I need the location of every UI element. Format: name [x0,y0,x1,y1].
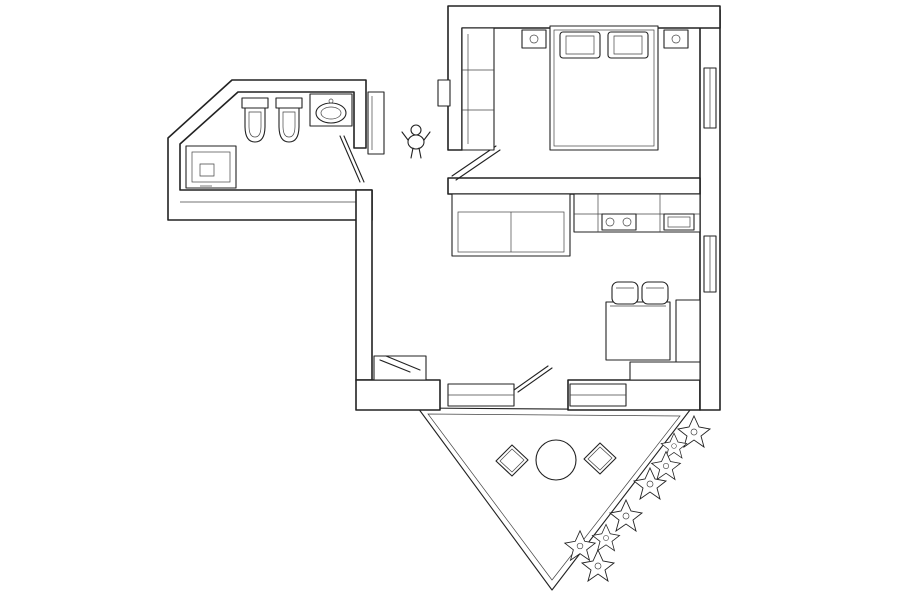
nightstand [663,29,689,49]
south-wall-west [355,379,441,411]
side-cabinet [629,299,701,381]
plants [563,414,712,583]
plant [563,529,597,562]
window [569,383,627,407]
pillow [607,31,649,59]
washbasin [309,93,353,127]
plant [660,432,688,459]
countertop [573,193,701,233]
wardrobe [461,27,495,151]
terrace-table [495,439,617,481]
toilet [241,97,269,143]
bidet [275,97,303,143]
entry-cabinet [373,355,427,381]
nightstand [521,29,547,49]
shower-tray [185,145,237,189]
terrace-door [513,365,553,393]
kitchen-window [703,235,717,293]
chair [611,281,639,305]
entry-partition [367,91,385,155]
plant [591,523,621,552]
hob [601,213,637,231]
plant [676,414,712,449]
bedroom [437,25,717,151]
terrace-parapet [427,413,681,581]
sofa [451,193,571,257]
west-wall [355,189,373,381]
plant [632,466,668,501]
living-area [373,193,717,407]
bathroom-door [339,135,365,183]
double-bed [549,25,659,151]
terrace-chair-right [583,442,617,475]
pillow [559,31,601,59]
person-figure [401,124,431,159]
partition-wall [447,177,701,195]
plant [650,450,682,481]
small-cabinet [437,79,451,107]
plant [580,548,616,583]
terrace-chair-left [495,444,529,477]
plant [608,498,644,533]
bedroom-door [451,145,497,177]
dining-table [605,301,671,361]
terrace [417,407,712,591]
bedroom-window [703,67,717,129]
round-table [535,439,577,481]
bathroom [167,79,373,221]
terrace-outline [417,407,691,591]
sink [663,213,695,231]
window [447,383,515,407]
chair [641,281,669,305]
